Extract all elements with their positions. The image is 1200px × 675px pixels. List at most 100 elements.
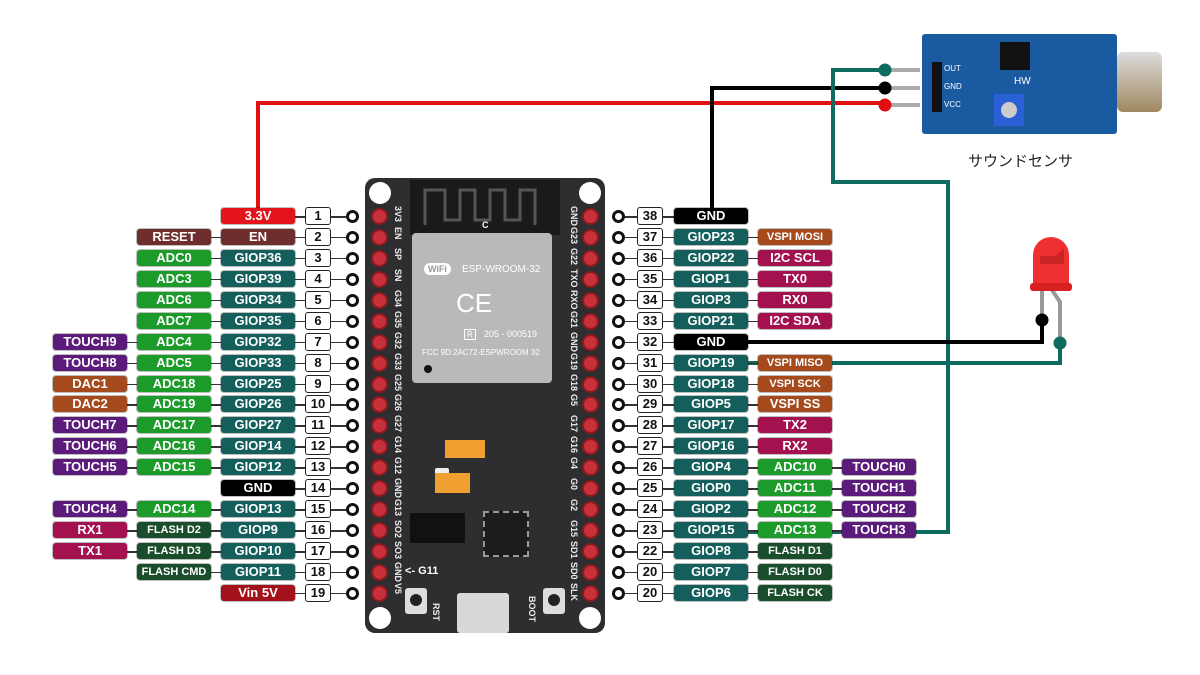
pin-label-adc: ADC0 [137,249,211,266]
pin-label-adc: ADC7 [137,312,211,329]
pin-number: 38 [637,207,663,225]
sensor-gnd-junction [878,81,892,95]
pin-label-flash: FLASH D2 [137,522,211,539]
pin-hole[interactable] [612,251,625,265]
pin-hole[interactable] [346,230,359,244]
usb-port[interactable] [457,593,509,633]
pin-label-flash: FLASH CMD [137,563,211,580]
silk-label: SO2 [393,520,403,539]
wire-giop19-to-led [745,343,1062,365]
rst-button[interactable] [405,588,427,614]
pin-hole[interactable] [612,545,625,559]
g11-label: <- G11 [405,565,439,577]
silk-label: G23 [569,226,579,244]
pin-label-gpio: GIOP0 [674,480,748,497]
pin-hole[interactable] [346,419,359,433]
pin-number: 35 [637,269,663,288]
pin-label-adc: ADC16 [137,438,211,455]
pin-hole[interactable] [612,398,625,412]
mount-hole [579,182,601,204]
potentiometer[interactable] [994,94,1024,126]
pin-hole[interactable] [612,461,625,475]
pin1-dot [424,365,432,373]
pin-label-gpio: GIOP36 [221,249,295,266]
pin-hole[interactable] [346,210,359,223]
silk-label: SP [393,247,403,260]
pin-number: 10 [305,395,331,414]
pin-hole[interactable] [346,314,359,328]
silk-label: G25 [393,373,403,391]
pin-hole[interactable] [346,503,359,517]
pin-number: 4 [305,269,331,288]
board-pad [371,270,388,288]
pin-hole[interactable] [612,503,625,517]
pin-hole[interactable] [612,356,625,370]
wifi-logo: WiFi [424,263,451,275]
pin-hole[interactable] [346,586,359,600]
pin-hole[interactable] [612,293,625,307]
pin-hole[interactable] [612,377,625,391]
pin-label-adc: ADC18 [137,375,211,392]
reg-mark: R [464,329,476,340]
pin-number: 28 [637,416,663,435]
pin-hole[interactable] [612,335,625,349]
pin-hole[interactable] [346,251,359,265]
pin-number: 3 [305,248,331,267]
pin-hole[interactable] [346,398,359,412]
mount-hole [369,182,391,204]
pin-hole[interactable] [346,461,359,475]
pin-label-vspi: VSPI MOSI [758,228,832,245]
pin-hole[interactable] [612,565,625,579]
pin-label-en: RESET [137,228,211,245]
pin-hole[interactable] [346,482,359,496]
pin-hole[interactable] [612,230,625,244]
usb-chip [483,511,529,557]
pin-label-en: EN [221,228,295,245]
pin-hole[interactable] [612,210,625,223]
pin-hole[interactable] [346,545,359,559]
pin-hole[interactable] [612,272,625,286]
pin-hole[interactable] [346,293,359,307]
pin-hole[interactable] [612,419,625,433]
board-pad [371,522,388,540]
pin-hole[interactable] [346,565,359,579]
pin-number: 11 [305,416,331,435]
pin-number: 2 [305,227,331,246]
silk-label: G2 [569,499,579,512]
pin-hole[interactable] [612,314,625,328]
board-pad [582,522,599,540]
pin-hole[interactable] [346,335,359,349]
pin-hole[interactable] [346,356,359,370]
pin-hole[interactable] [612,524,625,538]
pin-label-adc: ADC6 [137,291,211,308]
board-pad [582,417,599,435]
op-amp-chip [1000,42,1030,70]
board-pad [582,543,599,561]
silk-label: V5 [393,582,403,594]
pin-hole[interactable] [346,272,359,286]
sensor-gnd-label: GND [944,82,962,91]
pin-hole[interactable] [612,440,625,454]
pin-hole[interactable] [612,482,625,496]
pin-label-gpio: GIOP27 [221,417,295,434]
pin-hole[interactable] [346,440,359,454]
pin-number: 29 [637,395,663,414]
pin-number: 34 [637,290,663,309]
pin-hole[interactable] [346,377,359,391]
pin-number: 1 [305,207,331,225]
pin-label-adc: ADC5 [137,354,211,371]
board-pad [371,563,388,581]
pin-label-flash: FLASH D0 [758,563,832,580]
silk-label: SN [393,268,403,282]
boot-button[interactable] [543,588,565,614]
silk-label: G21 [569,310,579,328]
pin-hole[interactable] [612,586,625,600]
silk-label: G18 [569,373,579,391]
pin-hole[interactable] [346,524,359,538]
pin-label-gpio: GIOP35 [221,312,295,329]
pin-label-touch: TOUCH9 [53,333,127,350]
pin-label-i2c: I2C SDA [758,312,832,329]
pin-number: 7 [305,332,331,351]
red-led [1030,237,1072,291]
